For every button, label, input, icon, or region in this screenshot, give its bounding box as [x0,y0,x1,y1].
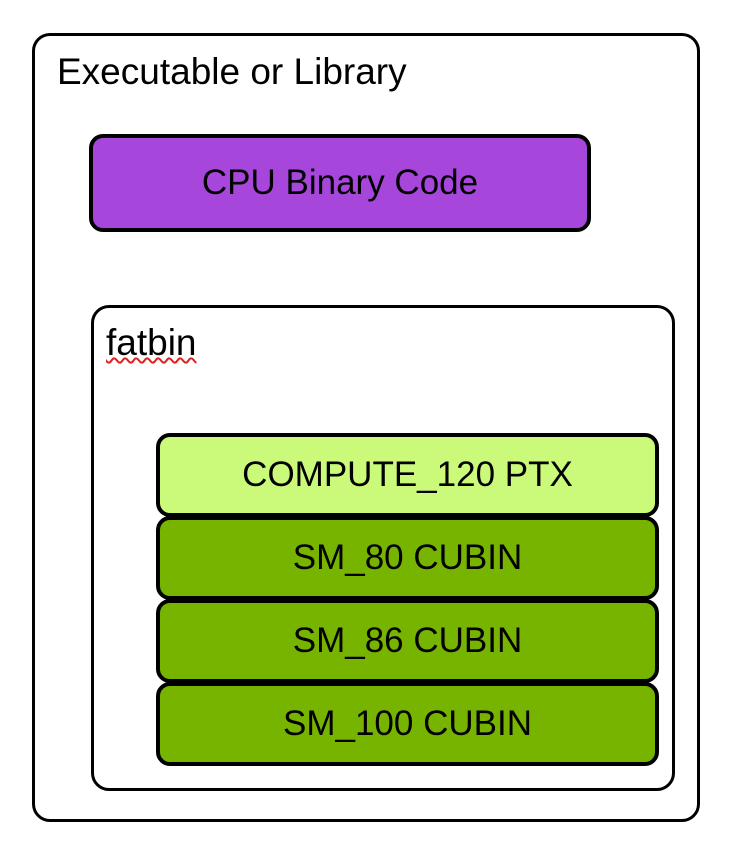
fatbin-entry-compute-120-ptx: COMPUTE_120 PTX [156,433,659,517]
cpu-binary-code-block: CPU Binary Code [89,134,591,232]
fatbin-title: fatbin [106,322,197,363]
fatbin-entry-sm-80-cubin: SM_80 CUBIN [156,516,659,600]
cpu-binary-code-label: CPU Binary Code [201,163,479,202]
fatbin-container: fatbin COMPUTE_120 PTX SM_80 CUBIN SM_86… [91,305,675,791]
fatbin-entry-label: SM_86 CUBIN [292,621,523,660]
fatbin-entry-sm-100-cubin: SM_100 CUBIN [156,682,659,766]
fatbin-entry-label: SM_80 CUBIN [292,538,523,577]
executable-or-library-title: Executable or Library [57,51,407,92]
fatbin-entry-stack: COMPUTE_120 PTX SM_80 CUBIN SM_86 CUBIN … [156,433,659,766]
fatbin-entry-sm-86-cubin: SM_86 CUBIN [156,599,659,683]
executable-or-library-container: Executable or Library CPU Binary Code fa… [32,33,700,822]
fatbin-entry-label: SM_100 CUBIN [283,704,532,743]
fatbin-entry-label: COMPUTE_120 PTX [242,455,573,494]
